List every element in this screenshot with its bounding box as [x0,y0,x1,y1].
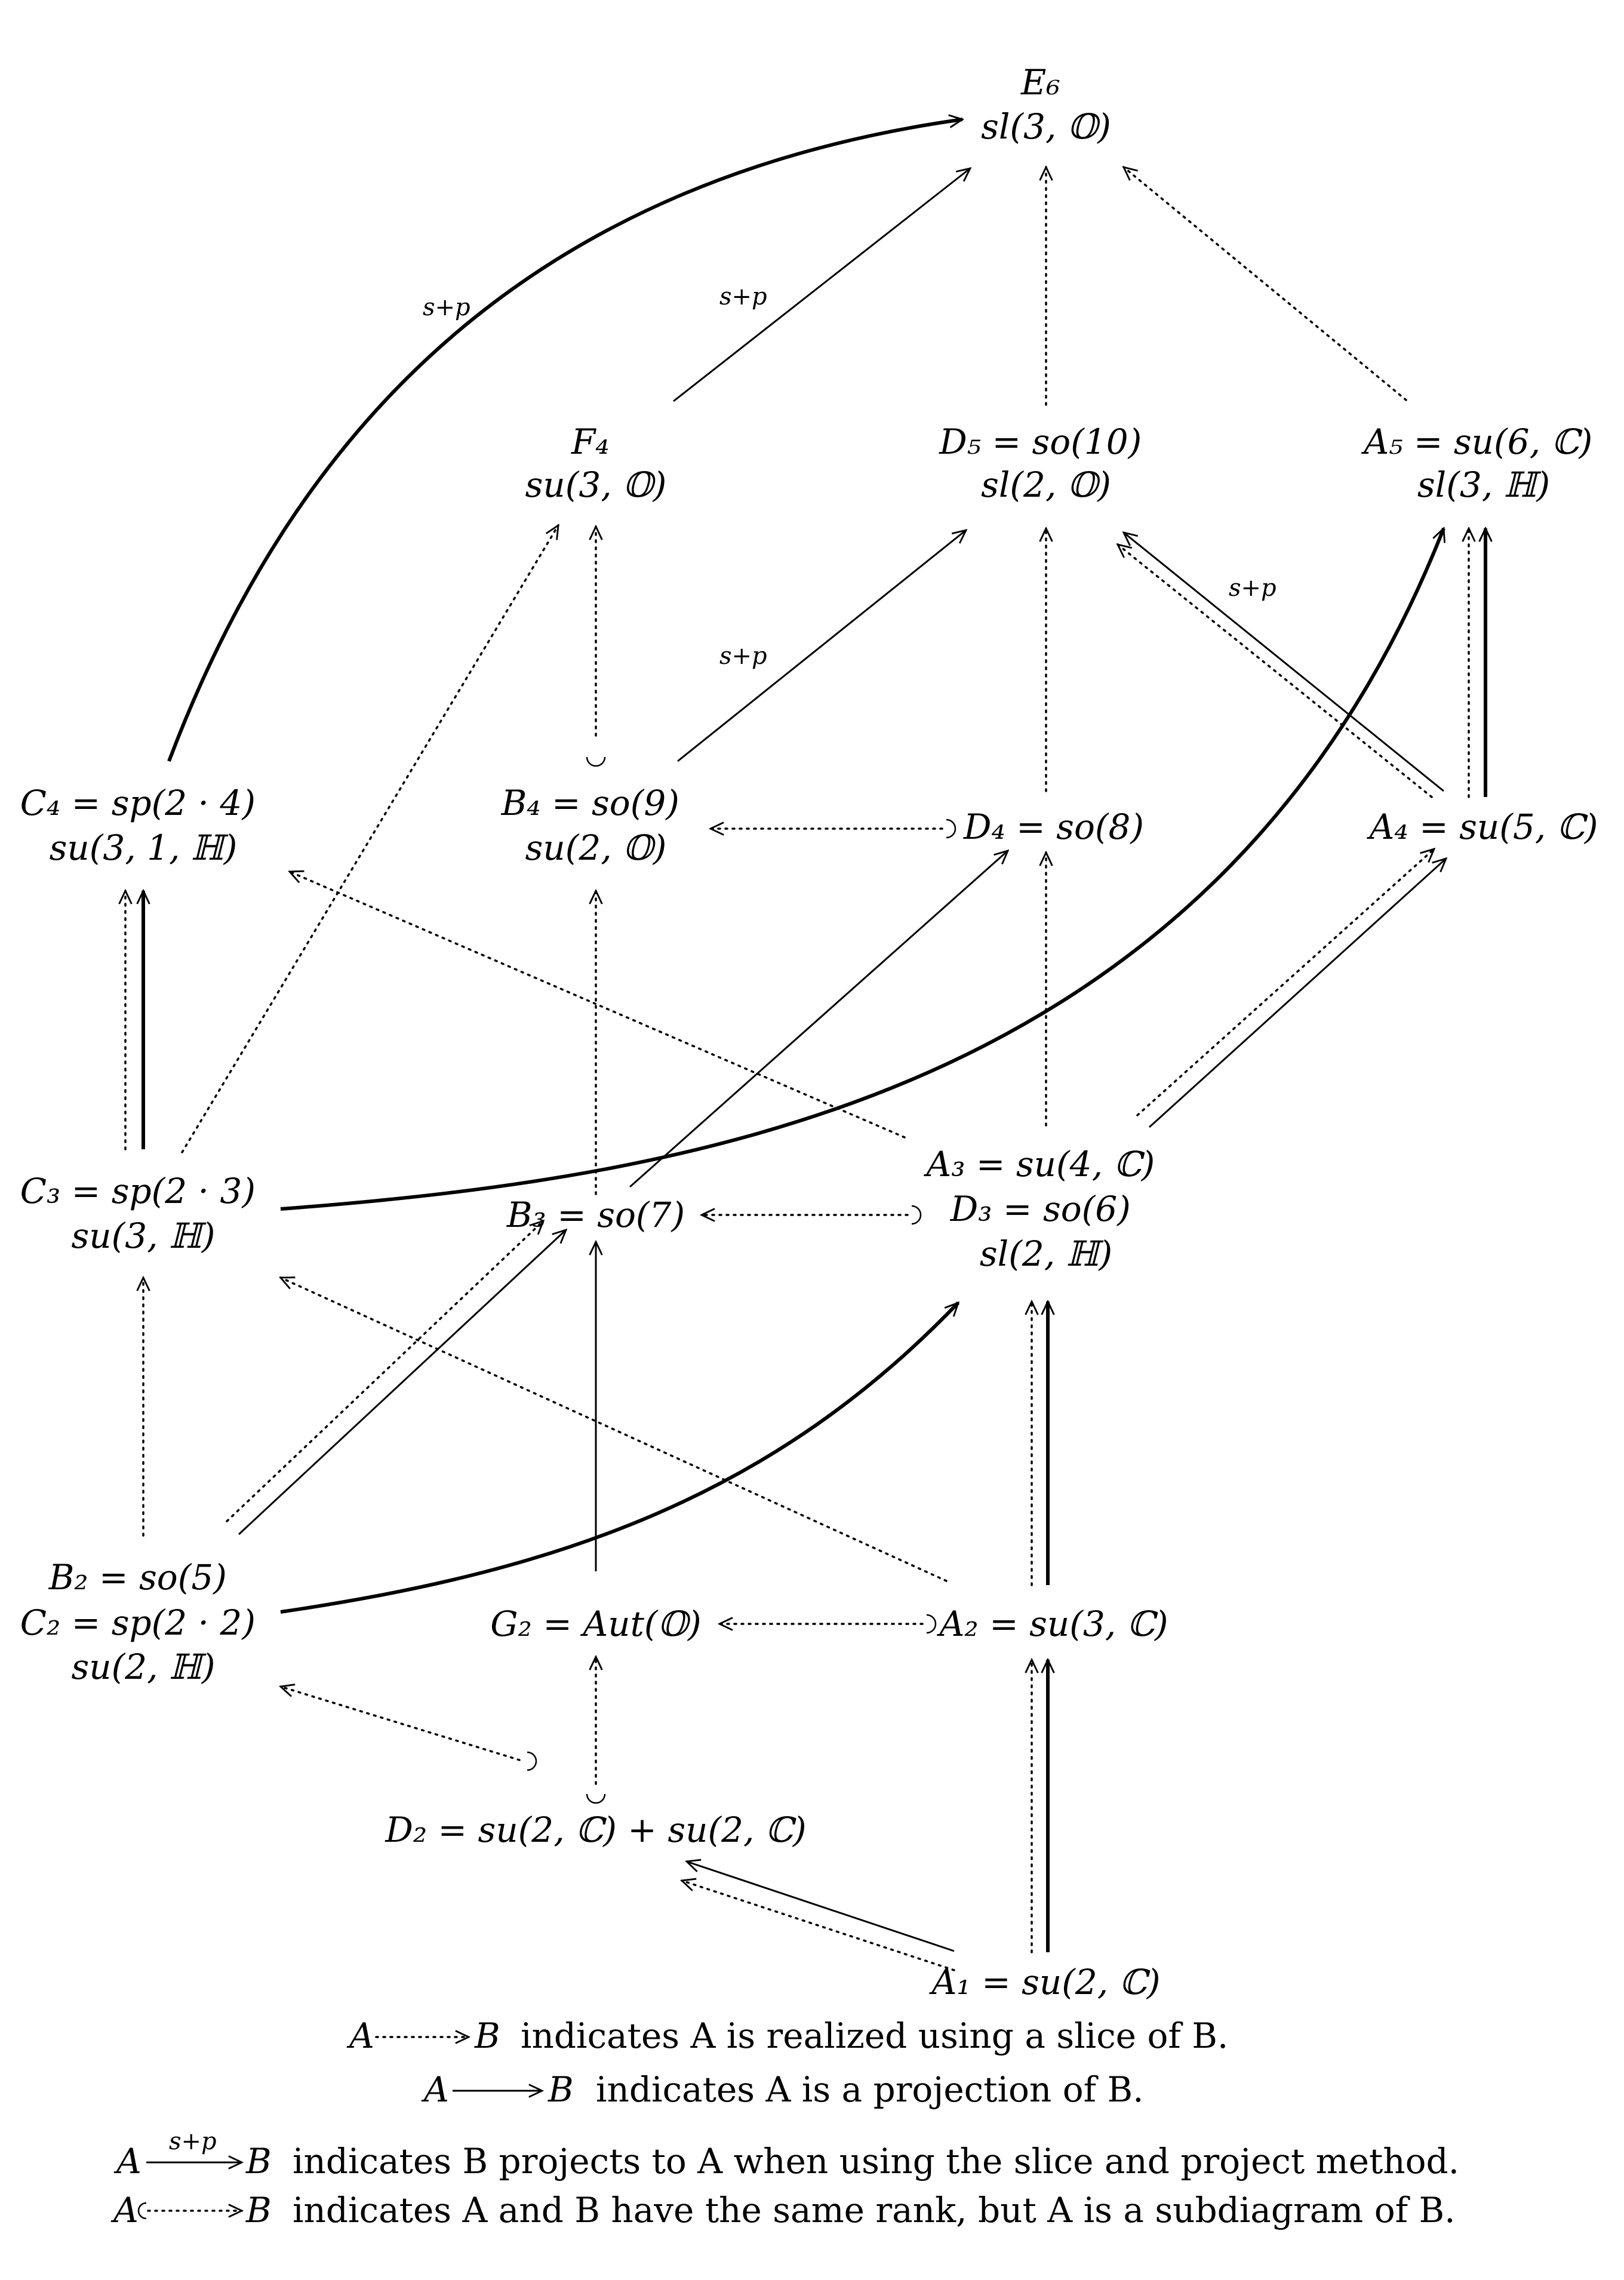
edge-D2-B2 [281,1687,521,1761]
node-B3: B₃ = so(7) [506,1195,685,1235]
node-E6: E₆ sl(3, 𝕆) [981,62,1111,147]
node-A1: A₁ = su(2, ℂ) [929,1962,1161,2002]
edge-A3-C4 [290,872,906,1139]
node-B2: B₂ = so(5) C₂ = sp(2 · 2) su(2, ℍ) [20,1557,267,1687]
edge-A3-A4-dot [1136,849,1434,1116]
edge-A1-D2 [687,1861,955,1952]
legend-item-subdiagram: A B indicates A and B have the same rank… [110,2190,1456,2230]
edge-A1-D2-dot [682,1881,955,1971]
node-C3: C₃ = sp(2 · 3) su(3, ℍ) [20,1171,267,1256]
svg-text:s+p: s+p [169,2128,217,2155]
edge-A5-E6 [1124,167,1407,401]
hook-B4-F4 [586,756,606,767]
svg-text:indicates A is a projection of: indicates A is a projection of B. [596,2069,1144,2110]
edge-C3-A5 [280,528,1444,1211]
edge-C3-F4 [181,525,559,1153]
node-D2: D₂ = su(2, ℂ) + su(2, ℂ) [385,1810,806,1850]
svg-text:indicates A is realized using: indicates A is realized using a slice of… [521,2016,1228,2056]
legend-item-slice: A B indicates A is realized using a slic… [346,2016,1228,2056]
legend-item-slice-project: s+p A B indicates B projects to A when u… [113,2128,1459,2181]
legend-item-projection: A B indicates A is a projection of B. [421,2069,1144,2110]
hook-D2-B2 [527,1751,537,1771]
node-G2: G₂ = Aut(𝕆) [490,1604,701,1644]
node-A3: A₃ = su(4, ℂ) D₃ = so(6) sl(2, ℍ) [923,1144,1165,1274]
svg-text:A: A [113,2141,142,2181]
edge-C4-E6 [167,119,962,762]
edge-B2-A3 [280,1303,958,1614]
edge-A3-A4 [1148,859,1446,1128]
hook-A3-B3 [911,1205,922,1225]
edge-A2-C3 [281,1276,948,1582]
svg-text:B: B [548,2069,574,2110]
node-A4: A₄ = su(5, ℂ) [1367,807,1598,847]
edge-B4-D5 [677,530,966,762]
svg-text:A: A [346,2016,374,2056]
edges: s+p s+p s+p s+p [125,119,1485,1971]
node-A2: A₂ = su(3, ℂ) [937,1604,1168,1644]
edge-B2-B3-dot [226,1221,543,1522]
node-D4: D₄ = so(8) [963,807,1144,847]
edge-B3-D4 [629,851,1008,1188]
node-F4: F₄ su(3, 𝕆) [525,421,667,505]
edge-B2-B3 [238,1230,566,1536]
svg-text:B: B [245,2190,272,2230]
svg-text:A: A [110,2190,139,2230]
edge-A4-D5 [1124,533,1444,792]
node-B4: B₄ = so(9) su(2, 𝕆) [501,783,691,868]
legend: A B indicates A is realized using a slic… [110,2016,1459,2230]
edge-label-A4-D5: s+p [1229,574,1277,602]
nodes: E₆ sl(3, 𝕆) F₄ su(3, 𝕆) D₅ = so(10) sl(2… [20,62,1603,2002]
edge-label-F4-E6: s+p [719,283,767,310]
svg-text:indicates A and B have the sam: indicates A and B have the same rank, bu… [293,2190,1456,2230]
svg-text:B: B [474,2016,500,2056]
edge-label-B4-D5: s+p [719,642,767,670]
node-D5: D₅ = so(10) sl(2, 𝕆) [939,421,1152,505]
hook-D2-G2 [586,1793,606,1804]
edge-label-C4-E6: s+p [423,294,470,321]
edge-A4-D5-dot [1118,544,1433,798]
hook-A2-G2 [926,1614,937,1634]
svg-text:B: B [245,2141,272,2181]
svg-text:indicates B projects to A when: indicates B projects to A when using the… [293,2141,1459,2181]
node-C4: C₄ = sp(2 · 4) su(3, 1, ℍ) [20,783,267,868]
node-A5: A₅ = su(6, ℂ) sl(3, ℍ) [1361,421,1603,505]
legend-hook [137,2202,147,2220]
edge-F4-E6 [673,168,970,402]
hook-D4-B4 [946,819,956,839]
svg-text:A: A [421,2069,449,2110]
